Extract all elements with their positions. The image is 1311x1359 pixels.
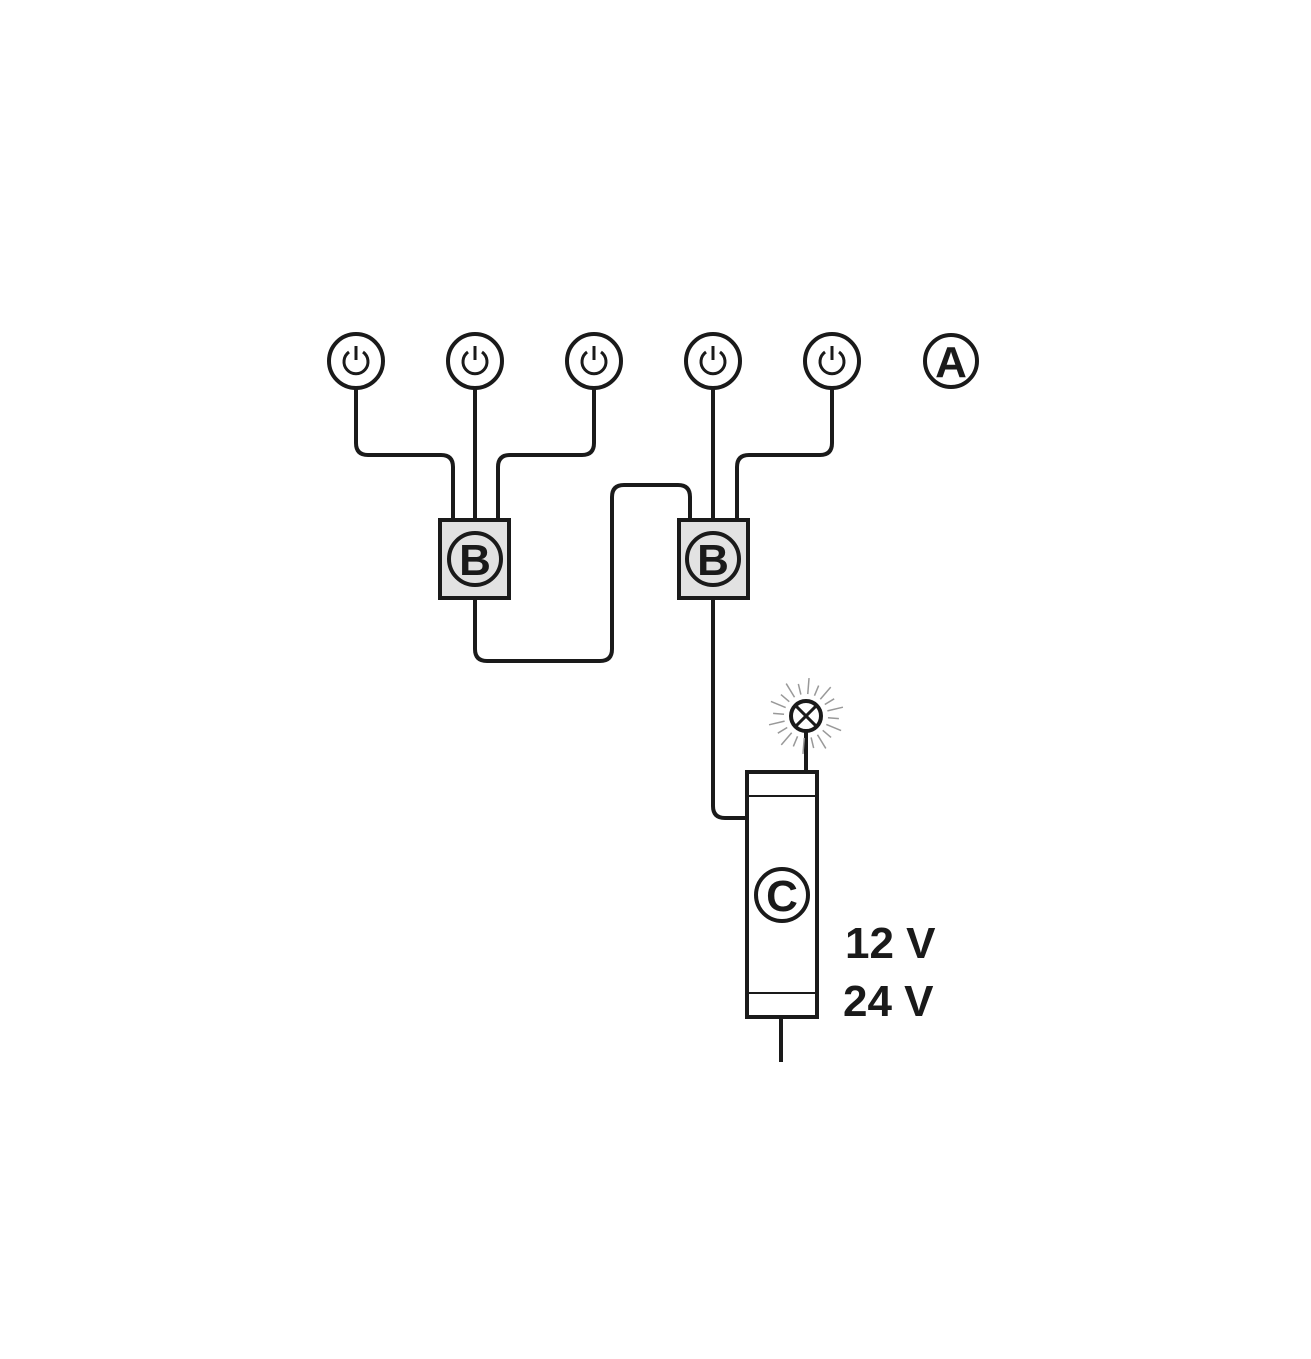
driver-box: C	[745, 770, 819, 1019]
junction-box-2: B	[677, 518, 750, 600]
light-ray	[773, 712, 785, 715]
power-switch-3	[565, 332, 623, 390]
light-ray	[792, 736, 799, 747]
power-switch-5	[803, 332, 861, 390]
power-switch-4	[684, 332, 742, 390]
light-ray	[827, 717, 839, 720]
light-ray	[797, 683, 802, 695]
voltage-24v: 24 V	[843, 977, 934, 1026]
voltage-12v: 12 V	[845, 919, 936, 968]
light-ray	[802, 737, 805, 754]
power-switch-1	[327, 332, 385, 390]
light-ray	[780, 693, 790, 703]
label-a: A	[923, 333, 979, 389]
power-icon	[580, 350, 608, 376]
light-ray	[770, 700, 786, 709]
power-icon	[699, 350, 727, 376]
power-icon	[818, 350, 846, 376]
lamp-icon	[768, 678, 844, 754]
power-icon	[461, 350, 489, 376]
light-ray	[816, 734, 827, 749]
svg-text:B: B	[697, 536, 729, 585]
light-ray	[822, 729, 832, 739]
light-ray	[827, 706, 844, 712]
svg-text:A: A	[935, 338, 967, 387]
svg-text:B: B	[459, 536, 491, 585]
light-ray	[777, 726, 788, 734]
light-ray	[780, 732, 793, 746]
light-ray	[768, 720, 785, 726]
light-ray	[826, 723, 842, 732]
light-ray	[785, 683, 796, 698]
light-ray	[819, 686, 832, 700]
junction-box-1: B	[438, 518, 511, 600]
light-ray	[810, 737, 815, 749]
light-ray	[824, 698, 835, 706]
light-ray	[813, 685, 820, 696]
wires	[354, 388, 834, 1062]
svg-text:C: C	[766, 872, 798, 921]
power-switch-2	[446, 332, 504, 390]
light-ray	[807, 678, 810, 695]
power-icon	[342, 350, 370, 376]
